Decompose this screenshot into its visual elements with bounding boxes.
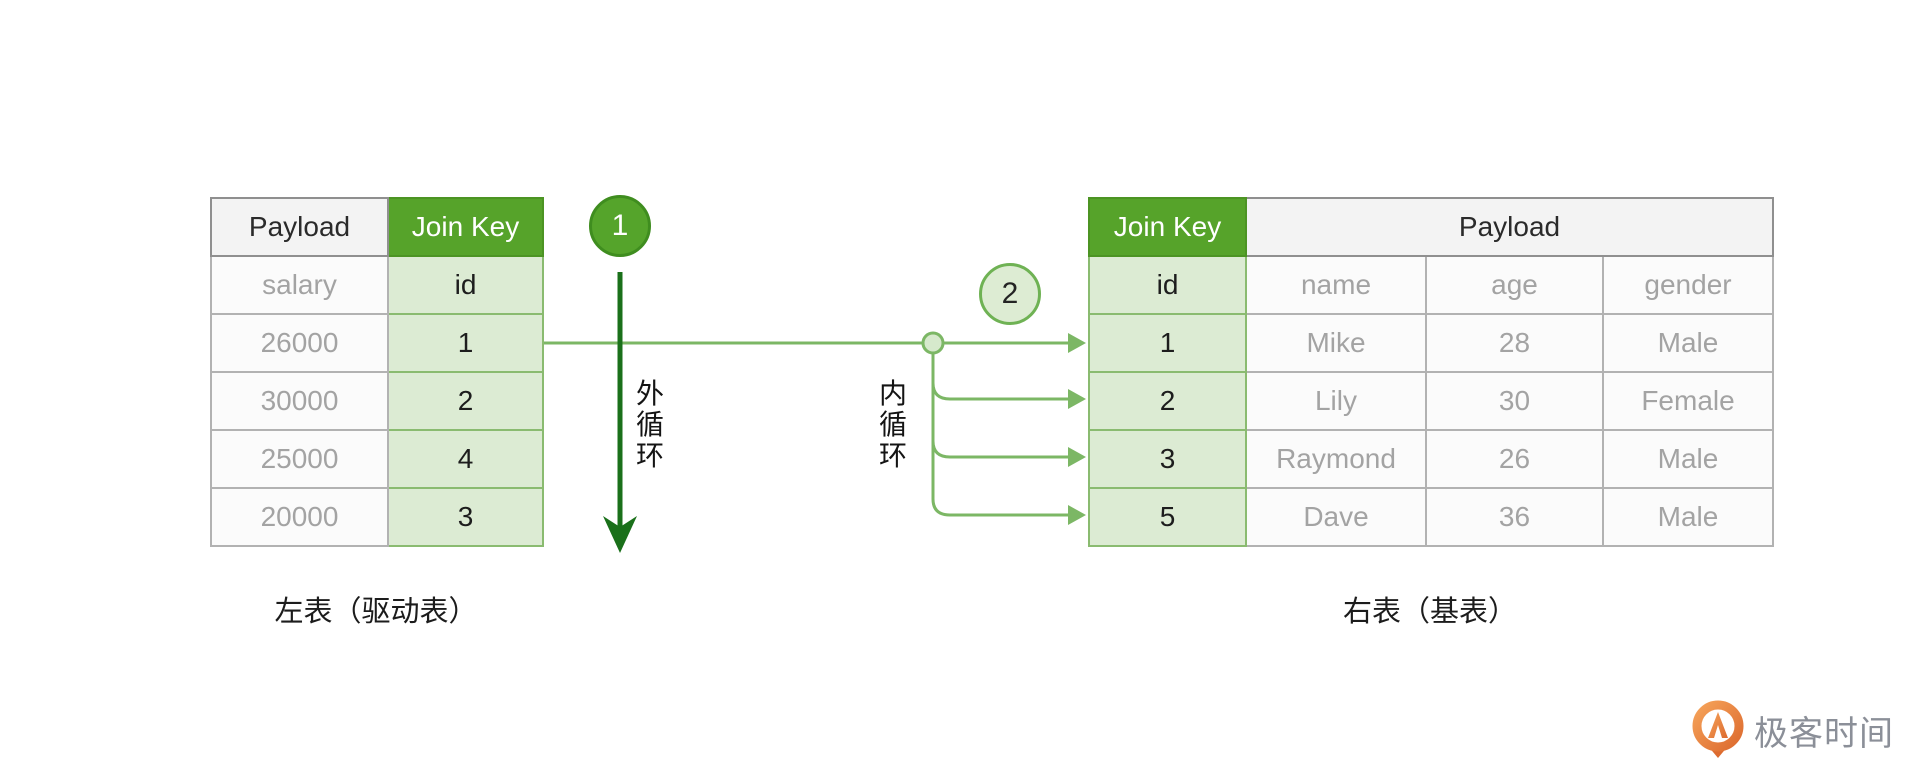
table-cell: name <box>1245 255 1427 315</box>
geektime-logo-text: 极客时间 <box>1754 714 1894 753</box>
left-payload-header: Payload <box>210 197 389 257</box>
table-cell: 2 <box>387 371 544 431</box>
outer-loop-arrow <box>603 272 637 553</box>
table-cell: Raymond <box>1245 429 1427 489</box>
step-2-badge: 2 <box>979 263 1041 325</box>
table-cell: 36 <box>1425 487 1604 547</box>
inner-loop-label: 内循环 <box>878 378 907 471</box>
left-table: Payload Join Key salary id 26000 1 30000… <box>210 197 544 547</box>
table-cell: 2 <box>1088 371 1247 431</box>
table-cell: id <box>387 255 544 315</box>
table-cell: age <box>1425 255 1604 315</box>
table-cell: 4 <box>387 429 544 489</box>
table-cell: Female <box>1602 371 1774 431</box>
left-joinkey-header: Join Key <box>387 197 544 257</box>
table-cell: 25000 <box>210 429 389 489</box>
table-row: 30000 2 <box>210 371 544 431</box>
table-row: 1 Mike 28 Male <box>1088 313 1774 373</box>
table-cell: 30000 <box>210 371 389 431</box>
right-joinkey-header: Join Key <box>1088 197 1247 257</box>
inner-loop-arrowheads <box>1068 333 1086 525</box>
table-cell: Male <box>1602 429 1774 489</box>
table-row: 26000 1 <box>210 313 544 373</box>
table-row: 2 Lily 30 Female <box>1088 371 1774 431</box>
table-cell: 30 <box>1425 371 1604 431</box>
table-row: 3 Raymond 26 Male <box>1088 429 1774 489</box>
table-row: 25000 4 <box>210 429 544 489</box>
right-table: Join Key Payload id name age gender 1 Mi… <box>1088 197 1774 547</box>
table-cell: salary <box>210 255 389 315</box>
table-cell: 28 <box>1425 313 1604 373</box>
table-cell: Lily <box>1245 371 1427 431</box>
table-row: 20000 3 <box>210 487 544 547</box>
table-cell: 26000 <box>210 313 389 373</box>
right-payload-header: Payload <box>1245 197 1774 257</box>
table-cell: Dave <box>1245 487 1427 547</box>
outer-loop-label: 外循环 <box>635 378 664 471</box>
table-cell: Male <box>1602 313 1774 373</box>
geektime-logo-icon <box>1692 700 1744 758</box>
table-row: salary id <box>210 255 544 315</box>
table-cell: Male <box>1602 487 1774 547</box>
right-table-caption: 右表（基表） <box>1342 596 1517 628</box>
geektime-logo: 极客时间 <box>1692 700 1894 760</box>
table-row: Payload Join Key <box>210 197 544 257</box>
table-cell: 3 <box>1088 429 1247 489</box>
table-cell: 20000 <box>210 487 389 547</box>
left-table-caption: 左表（驱动表） <box>274 596 478 628</box>
table-cell: 1 <box>1088 313 1247 373</box>
table-cell: 3 <box>387 487 544 547</box>
table-cell: 26 <box>1425 429 1604 489</box>
table-cell: 1 <box>387 313 544 373</box>
table-row: Join Key Payload <box>1088 197 1774 257</box>
table-row: 5 Dave 36 Male <box>1088 487 1774 547</box>
step-1-badge: 1 <box>589 195 651 257</box>
table-cell: id <box>1088 255 1247 315</box>
table-row: id name age gender <box>1088 255 1774 315</box>
table-cell: 5 <box>1088 487 1247 547</box>
table-cell: Mike <box>1245 313 1427 373</box>
branch-node-dot <box>921 331 945 355</box>
table-cell: gender <box>1602 255 1774 315</box>
